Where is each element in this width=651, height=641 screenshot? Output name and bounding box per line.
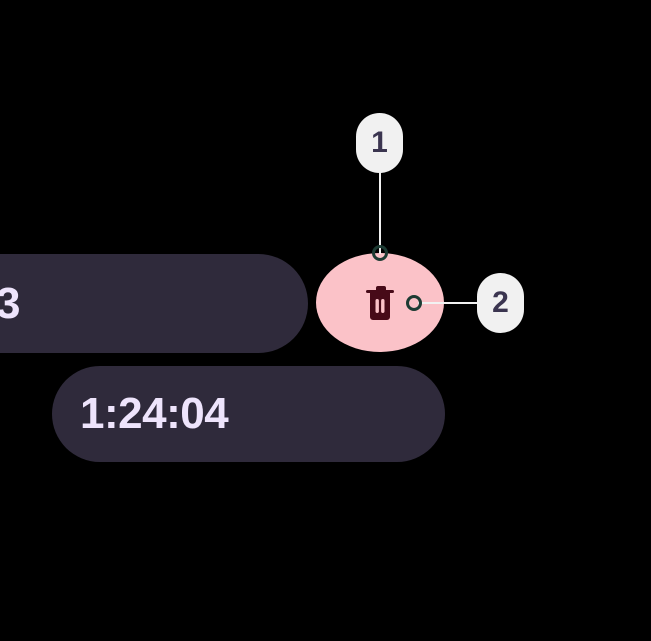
trash-icon <box>366 285 394 320</box>
marker-1-connector-line <box>379 170 381 254</box>
count-pill: 43 <box>0 254 308 353</box>
annotation-marker-2-label: 2 <box>492 286 509 319</box>
timer-pill-label: 1:24:04 <box>80 389 229 438</box>
timer-pill: 1:24:04 <box>52 366 445 462</box>
marker-2-connector-line <box>418 302 480 304</box>
delete-target-right-anchor[interactable] <box>406 295 422 311</box>
annotation-marker-2[interactable]: 2 <box>477 273 524 333</box>
count-pill-label: 43 <box>0 278 20 328</box>
annotation-marker-1[interactable]: 1 <box>356 113 403 173</box>
annotation-marker-1-label: 1 <box>371 126 388 159</box>
delete-target-top-anchor[interactable] <box>372 245 388 261</box>
